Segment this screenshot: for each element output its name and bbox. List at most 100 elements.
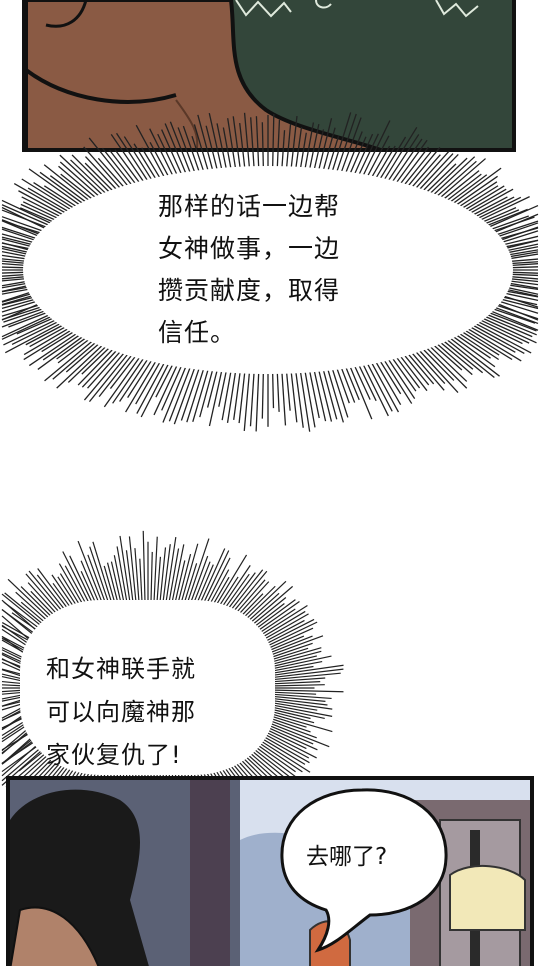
bubble-spike	[1, 275, 36, 280]
bubble-spike	[1, 703, 29, 719]
bubble-spike	[490, 298, 539, 314]
bubble-spike	[256, 621, 318, 652]
bubble-spike	[119, 535, 132, 606]
bubble-spike	[1, 680, 27, 685]
bubble-spike	[4, 319, 68, 354]
bubble-spike	[496, 239, 539, 252]
bubble-spike	[269, 677, 326, 683]
bubble-spike	[242, 603, 285, 637]
bubble-spike	[221, 367, 233, 421]
bubble-spike	[266, 705, 325, 720]
bubble-spike	[1, 715, 34, 737]
bubble-spike	[261, 717, 317, 739]
bubble-spike	[490, 227, 539, 242]
bubble-spike	[139, 558, 143, 605]
bubble-spike	[153, 361, 180, 416]
bubble-spike	[59, 161, 104, 201]
bubble-spike	[141, 147, 163, 183]
bubble-spike	[1, 691, 27, 695]
bubble-spike	[1, 707, 31, 721]
bubble-spike	[77, 344, 118, 386]
bubble-spike	[373, 357, 402, 406]
bubble-spike	[432, 160, 477, 201]
bubble-spike	[228, 581, 270, 626]
bubble-spike	[1, 290, 41, 303]
bubble-spike	[1, 219, 49, 239]
bubble-spike	[190, 561, 211, 611]
bubble-spike	[142, 530, 146, 605]
bubble-spike	[276, 368, 280, 412]
bubble-spike	[489, 299, 539, 321]
bubble-spike	[211, 576, 239, 618]
bubble-spike	[444, 174, 488, 207]
bubble-spike	[262, 715, 311, 733]
bubble-spike	[37, 332, 89, 370]
bubble-spike	[470, 317, 523, 345]
bubble-spike	[491, 226, 539, 244]
bubble-spike	[106, 562, 120, 607]
bubble-spike	[1, 624, 40, 652]
bubble-spike	[482, 307, 539, 331]
bubble-spike	[1, 296, 45, 310]
speech-bubble-1-text: 那样的话一边帮 女神做事，一边 攒贡献度，取得 信任。	[158, 192, 341, 347]
bubble-spike	[164, 536, 177, 606]
bubble-spike	[253, 619, 305, 648]
bubble-spike	[51, 574, 82, 619]
bubble-spike	[238, 368, 246, 424]
bubble-spike	[30, 590, 66, 628]
bubble-spike	[415, 153, 454, 195]
bubble-spike	[1, 628, 39, 654]
bubble-spike	[312, 366, 327, 422]
bubble-spike	[58, 563, 90, 616]
bubble-spike	[23, 325, 78, 361]
bubble-spike	[294, 368, 304, 428]
bubble-spike	[261, 635, 324, 659]
bubble-spike	[450, 330, 491, 359]
bubble-spike	[113, 555, 126, 607]
bubble-spike	[1, 262, 36, 267]
bubble-spike	[1, 669, 28, 679]
bubble-spike	[1, 720, 37, 752]
bubble-spike	[1, 705, 30, 722]
bubble-spike	[25, 573, 71, 625]
bubble-spike	[1, 277, 37, 282]
bubble-spike	[173, 363, 197, 425]
bubble-spike	[1, 615, 41, 650]
bubble-spike	[23, 324, 75, 356]
bubble-spike	[1, 676, 27, 683]
bubble-spike	[180, 364, 202, 421]
bubble-spike	[1, 206, 54, 233]
bubble-spike	[1, 282, 38, 293]
comic-panel-bottom	[6, 776, 534, 966]
bubble-spike	[1, 284, 39, 293]
bubble-spike	[153, 536, 158, 605]
bubble-spike	[155, 360, 176, 398]
bubble-spike	[214, 565, 251, 619]
bubble-spike	[1, 731, 46, 765]
bubble-spike	[422, 163, 457, 197]
bubble-spike	[1, 273, 36, 277]
bubble-spike	[244, 599, 296, 638]
bubble-spike	[267, 665, 314, 675]
bubble-spike	[267, 660, 323, 673]
bubble-spike	[84, 162, 118, 196]
bubble-spike	[411, 151, 450, 193]
bubble-spike	[381, 355, 413, 404]
bubble-spike	[438, 170, 480, 204]
bubble-spike	[461, 324, 522, 362]
bubble-spike	[98, 350, 136, 397]
bubble-spike	[258, 722, 318, 751]
bubble-spike	[1, 729, 44, 765]
bubble-spike	[1, 280, 37, 289]
bubble-spike	[1, 649, 32, 665]
bubble-spike	[265, 707, 311, 720]
bubble-spike	[260, 635, 313, 658]
bubble-spike	[52, 337, 101, 380]
bubble-spike	[88, 349, 132, 403]
bubble-spike	[1, 220, 47, 241]
bubble-spike	[356, 360, 377, 402]
bubble-spike	[500, 273, 539, 277]
bubble-spike	[499, 277, 539, 283]
bubble-spike	[489, 222, 539, 241]
bubble-spike	[435, 337, 474, 370]
